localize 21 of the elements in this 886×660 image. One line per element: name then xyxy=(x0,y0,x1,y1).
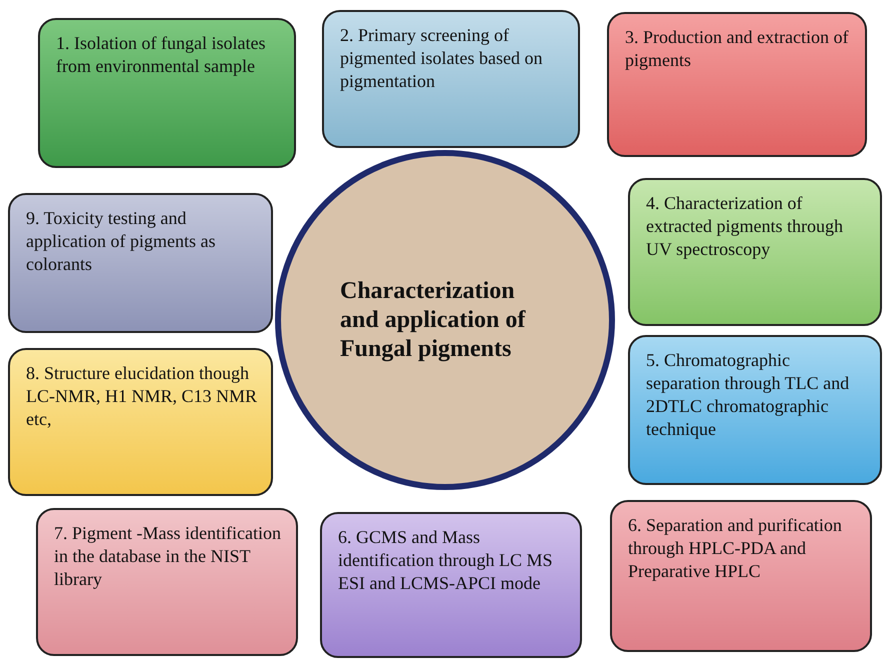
step-box xyxy=(8,348,273,496)
step-box xyxy=(628,335,882,485)
step-box xyxy=(38,18,296,168)
step-box xyxy=(628,178,882,326)
center-title: Characterization and application of Fungal pigments xyxy=(340,276,527,364)
step-box xyxy=(36,508,298,656)
step-text: 6. GCMS and Mass identification through LC MS ESI and LCMS-APCI mode xyxy=(338,526,554,595)
step-text: 7. Pigment -Mass identification in the database in the NIST library xyxy=(54,522,282,591)
step-text: 4. Characterization of extracted pigments through UV spectroscopy xyxy=(646,192,844,261)
step-box xyxy=(320,512,582,658)
step-box xyxy=(8,193,273,333)
step-text: 2. Primary screening of pigmented isolates based on pigmentation xyxy=(340,24,544,93)
step-text: 9. Toxicity testing and application of pigments as colorants xyxy=(26,207,216,276)
step-box xyxy=(322,10,580,148)
step-text: 8. Structure elucidation though LC-NMR, H1 NMR, C13 NMR etc, xyxy=(26,362,258,431)
step-text: 5. Chromatographic separation through TLC and 2DTLC chromatographic technique xyxy=(646,349,850,441)
step-text: 1. Isolation of fungal isolates from environmental sample xyxy=(56,32,266,78)
step-box xyxy=(610,500,872,652)
step-box xyxy=(607,12,867,157)
step-text: 6. Separation and purification through HPLC-PDA and Preparative HPLC xyxy=(628,514,843,583)
step-text: 3. Production and extraction of pigments xyxy=(625,26,850,72)
